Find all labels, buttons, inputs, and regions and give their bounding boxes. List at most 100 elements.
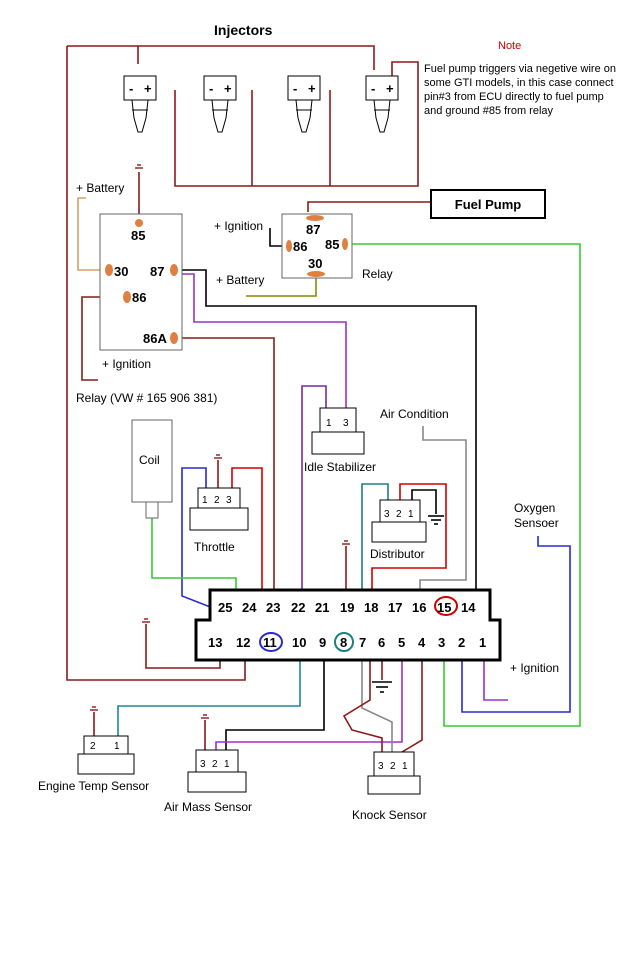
ecu-pin-17: 17 [388, 600, 402, 615]
wire-relay86a-ecu23 [174, 337, 275, 600]
coil-label: Coil [139, 453, 160, 467]
ecu-pin-9: 9 [319, 635, 326, 650]
note-heading: Note [498, 40, 522, 52]
relay-pin-86a: 86A [143, 331, 167, 346]
ground-icon [201, 714, 209, 719]
wire-dist1-ground [411, 489, 437, 514]
chassis-ground-icon [372, 681, 392, 693]
ecu-ignition-label: + Ignition [510, 661, 559, 675]
wire-pumprelay-battery [246, 272, 317, 297]
wire-airmass2-ecu5 [215, 648, 403, 750]
pump-relay-pin-85: 85 [325, 237, 339, 252]
svg-text:+: + [386, 81, 394, 96]
relay-pin-86: 86 [132, 290, 146, 305]
knock-sensor-label: Knock Sensor [352, 808, 427, 822]
wire-battery-relay30 [77, 197, 108, 271]
ground-symbols [90, 164, 350, 719]
injectors-title: Injectors [214, 22, 273, 38]
chassis-ground-icon [428, 515, 444, 525]
svg-text:2: 2 [214, 495, 220, 506]
wire-o2-ecu2 [461, 536, 571, 713]
svg-text:+: + [224, 81, 232, 96]
wire-knock-ecu4 [401, 648, 423, 753]
svg-text:3: 3 [384, 509, 390, 520]
wire-injector-feed-top [137, 45, 375, 70]
wire-injectors-bottom [174, 61, 419, 187]
distributor-label: Distributor [370, 547, 425, 561]
ecu-pin-3: 3 [438, 635, 445, 650]
svg-text:3: 3 [378, 761, 384, 772]
throttle-label: Throttle [194, 540, 235, 554]
engine-temp-sensor: 2 1 [77, 735, 135, 775]
ecu-connector [194, 588, 502, 662]
svg-text:1: 1 [224, 759, 230, 770]
svg-text:+: + [144, 81, 152, 96]
distributor: 3 2 1 [371, 499, 427, 543]
ecu-top-row: 25 24 23 22 21 19 18 17 16 15 14 [218, 600, 476, 615]
svg-text:1: 1 [114, 741, 120, 752]
ecu-pin-11: 11 [263, 635, 277, 650]
ecu-pin-10: 10 [292, 635, 306, 650]
ecu-pin-25: 25 [218, 600, 232, 615]
injector-1: - + [123, 75, 157, 133]
svg-text:-: - [129, 81, 133, 96]
ecu-pin-16: 16 [412, 600, 426, 615]
idle-stabilizer: 1 3 [311, 407, 365, 455]
pump-relay-ignition-label: + Ignition [214, 219, 263, 233]
pump-relay-pin-87: 87 [306, 222, 320, 237]
main-relay-ignition-label: + Ignition [102, 357, 151, 371]
ecu-pin-1: 1 [479, 635, 486, 650]
throttle: 1 2 3 [189, 487, 249, 531]
wire-relay87-ecu14 [176, 269, 477, 592]
idle-stabilizer-label: Idle Stabilizer [304, 460, 376, 474]
main-relay: 85 30 87 86 86A [99, 213, 183, 351]
wire-dist2-ecu18 [371, 483, 447, 600]
fuel-pump-box: Fuel Pump [430, 189, 546, 219]
ecu-pin-21: 21 [315, 600, 329, 615]
injector-4: - + [365, 75, 399, 133]
ecu-pin-19: 19 [340, 600, 354, 615]
svg-text:2: 2 [212, 759, 218, 770]
ecu-pin-15: 15 [437, 600, 451, 615]
ecu-bottom-row: 13 12 11 10 9 8 7 6 5 4 3 2 1 [208, 635, 486, 650]
ground-icon [135, 164, 143, 169]
svg-text:1: 1 [402, 761, 408, 772]
ecu-pin-13: 13 [208, 635, 222, 650]
relay-pin-85: 85 [131, 228, 145, 243]
ecu-pin-8: 8 [340, 635, 347, 650]
note-text: Fuel pump triggers via negetive wire on … [424, 63, 616, 117]
wire-relay87-fuelpump [307, 201, 430, 212]
ecu-pin-2: 2 [458, 635, 465, 650]
svg-text:2: 2 [396, 509, 402, 520]
ground-icon [142, 618, 150, 623]
injector-3: - + [287, 75, 321, 133]
wire-airmass1-ecu9 [225, 648, 325, 750]
wire-knock-ecu7 [361, 648, 393, 752]
main-relay-battery-label: + Battery [76, 181, 124, 195]
pump-relay-pin-86: 86 [293, 239, 307, 254]
ground-icon [90, 706, 98, 711]
pump-relay-battery-label: + Battery [216, 273, 264, 287]
ecu-pin-5: 5 [398, 635, 405, 650]
svg-text:-: - [293, 81, 297, 96]
wire-relay87-idle [176, 273, 347, 408]
ecu-pin-4: 4 [418, 635, 426, 650]
injectors: - + - + - + - + [123, 75, 399, 133]
pump-relay: 87 86 85 30 [281, 213, 353, 279]
ecu-pin-6: 6 [378, 635, 385, 650]
air-condition-label: Air Condition [380, 407, 449, 421]
svg-text:2: 2 [390, 761, 396, 772]
ecu-pin-23: 23 [266, 600, 280, 615]
injector-2: - + [203, 75, 237, 133]
ground-icon [214, 454, 222, 459]
ecu-pin-24: 24 [242, 600, 257, 615]
oxygen-sensor-label-line2: Sensoer [514, 516, 559, 530]
main-relay-caption: Relay (VW # 165 906 381) [76, 391, 217, 405]
wire-pumprelay85-ecu3 [348, 243, 581, 727]
wire-left-main-loop [66, 46, 246, 681]
wire-aircon-ecu16 [419, 426, 467, 600]
svg-text:1: 1 [408, 509, 414, 520]
svg-text:-: - [371, 81, 375, 96]
ecu-pin-22: 22 [291, 600, 305, 615]
